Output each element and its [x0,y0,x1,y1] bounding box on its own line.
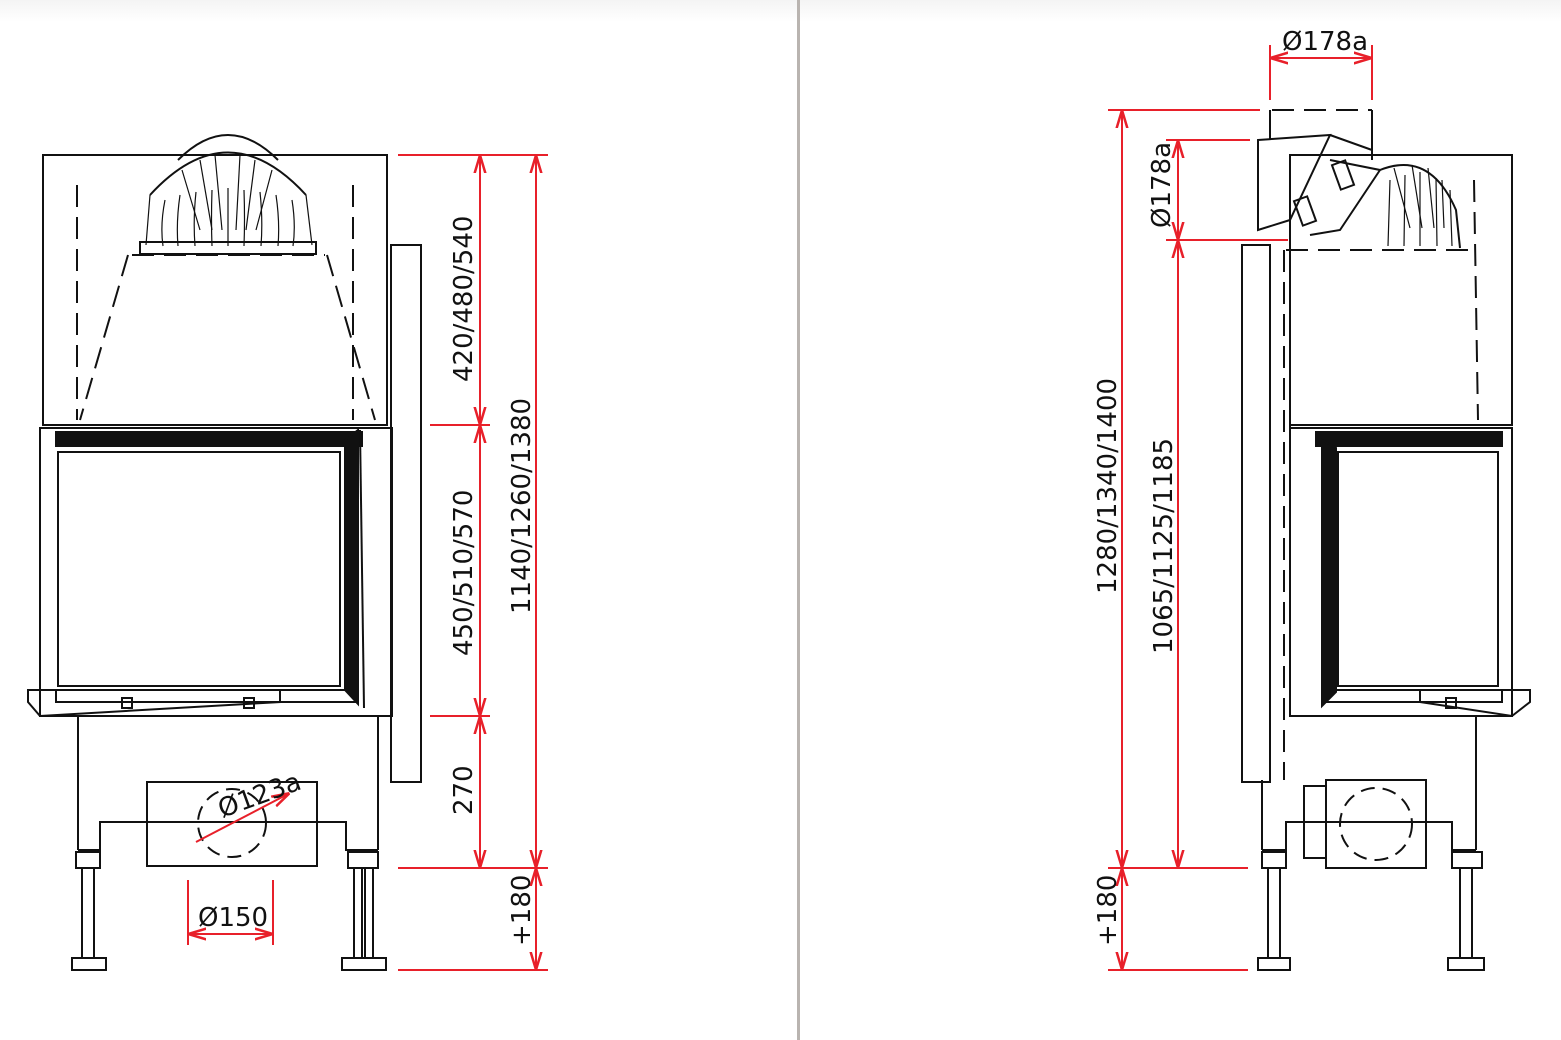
side-dim-total: 1280/1340/1400 [1093,378,1123,594]
side-dim-legs: +180 [1093,875,1123,946]
front-air-pipe-label: Ø150 [198,903,268,933]
side-dim-flue-height: 1065/1125/1185 [1149,438,1179,654]
side-rear-panel [1241,244,1271,783]
front-hood-casing [42,154,388,426]
front-dimensions [398,154,548,971]
front-dim-middle: 450/510/570 [449,490,479,656]
side-flue-collar [1269,110,1373,150]
front-air-inlet-box [146,781,318,867]
front-dome-icon [139,134,317,255]
front-side-panel [390,244,422,783]
side-base [1261,715,1512,850]
front-dim-legs: +180 [507,875,537,946]
side-view: Ø178a Ø178a 1280/1340/1400 1065/1125/118… [1093,27,1531,971]
side-hood-casing [1289,154,1513,426]
view-divider [797,0,800,1040]
front-dim-upper: 420/480/540 [449,216,479,382]
side-legs [1257,851,1485,971]
side-glass-door [1337,451,1499,687]
side-flue-side-label: Ø178a [1147,142,1177,228]
front-legs [71,851,387,971]
front-view: Ø123a Ø150 420/480/5 [27,134,548,971]
side-flue-top-label: Ø178a [1282,27,1368,57]
front-glass-door [57,451,341,687]
front-dim-lower: 270 [449,765,479,815]
front-air-inlet-label: Ø123a [214,767,305,825]
side-dome-icon [1292,159,1461,249]
top-bar [0,0,1561,22]
side-dimensions [1108,109,1288,971]
front-dim-total: 1140/1260/1380 [507,398,537,614]
front-base [77,715,379,850]
